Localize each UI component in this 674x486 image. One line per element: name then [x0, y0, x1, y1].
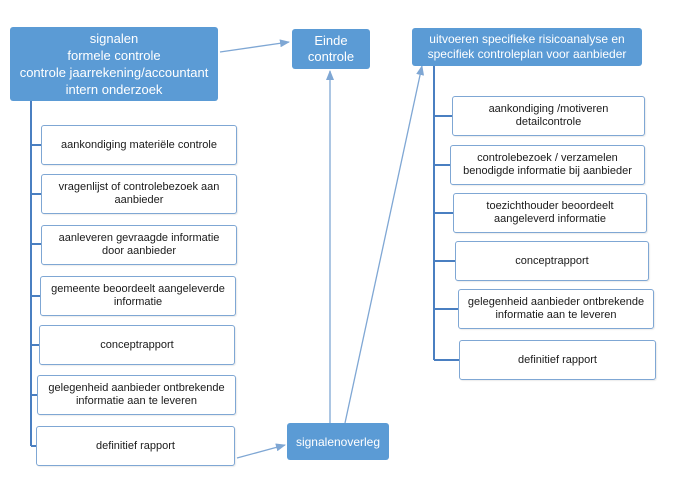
right-step: definitief rapport [459, 340, 656, 380]
left-step: gelegenheid aanbieder ontbrekende inform… [37, 375, 236, 415]
left-step: gemeente beoordeelt aangeleverde informa… [40, 276, 236, 316]
right-step: gelegenheid aanbieder ontbrekende inform… [458, 289, 654, 329]
signalenoverleg-node: signalenoverleg [287, 423, 389, 460]
arrow-definitief-to-signalenoverleg [236, 443, 286, 459]
signalen-node: signalen formele controle controle jaarr… [10, 27, 218, 101]
right-step: controlebezoek / verzamelen benodigde in… [450, 145, 645, 185]
left-step: definitief rapport [36, 426, 235, 466]
right-step: conceptrapport [455, 241, 649, 281]
left-step: conceptrapport [39, 325, 235, 365]
arrow-signalen-to-einde [219, 39, 290, 53]
einde-controle-node: Einde controle [292, 29, 370, 69]
right-step: toezichthouder beoordeelt aangeleverd in… [453, 193, 647, 233]
left-step: aankondiging materiële controle [41, 125, 237, 165]
uitvoeren-risicoanalyse-node: uitvoeren specifieke risicoanalyse en sp… [412, 28, 642, 66]
left-step: vragenlijst of controlebezoek aan aanbie… [41, 174, 237, 214]
right-step: aankondiging /motiveren detailcontrole [452, 96, 645, 136]
arrow-signalenoverleg-to-uitvoeren [344, 65, 425, 424]
left-step: aanleveren gevraagde informatie door aan… [41, 225, 237, 265]
